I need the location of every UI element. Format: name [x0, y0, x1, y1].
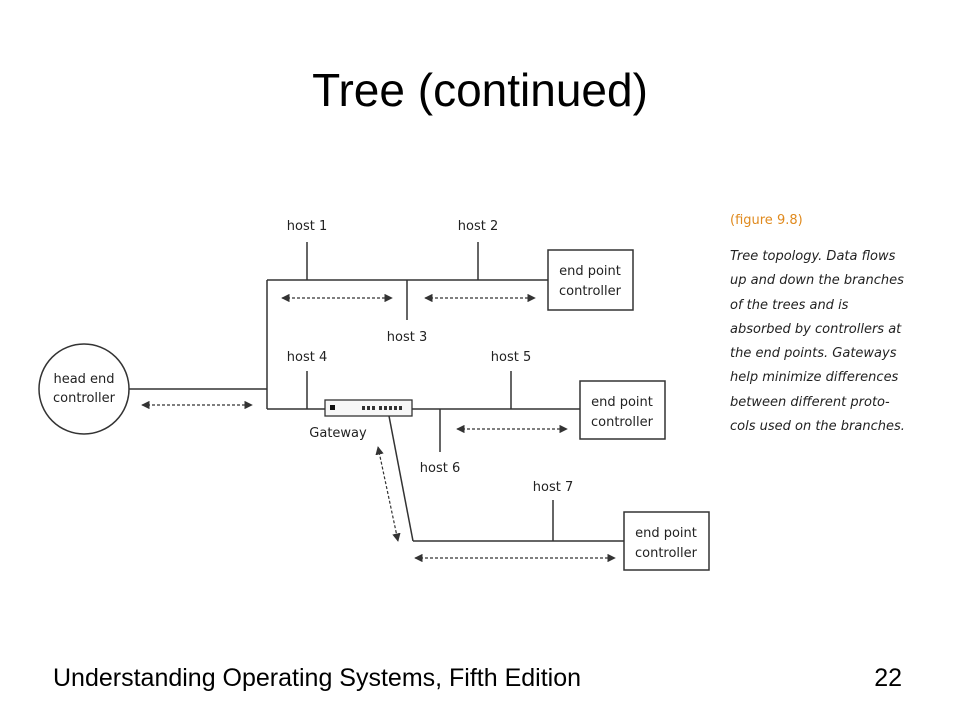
caption-line: absorbed by controllers at: [730, 321, 902, 337]
host-3-label: host 3: [387, 330, 427, 345]
head-end-controller-node: [38, 343, 130, 435]
host-6-label: host 6: [420, 461, 460, 476]
caption-line: help minimize differences: [730, 370, 899, 386]
host-1-label: host 1: [287, 219, 327, 234]
caption-line: cols used on the branches.: [730, 419, 905, 435]
head-end-label-line1: head end: [53, 372, 114, 387]
end-point-controller-3-box: [623, 511, 710, 571]
host-2-label: host 2: [458, 219, 498, 234]
slide-title: Tree (continued): [312, 64, 648, 116]
gateway-device: [324, 399, 413, 417]
end-point-3-label-line1: end point: [635, 526, 697, 541]
end-point-controller-1-box: [547, 249, 634, 311]
caption-line: Tree topology. Data flows: [730, 249, 896, 264]
end-point-2-label-line2: controller: [591, 415, 654, 430]
gateway-slope-line: [388, 415, 414, 542]
flow-arrow-gateway: [375, 446, 401, 542]
caption-line: between different proto-: [730, 394, 890, 410]
end-point-1-label-line1: end point: [559, 264, 621, 279]
footer-book-title: Understanding Operating Systems, Fifth E…: [53, 664, 582, 692]
host-7-label: host 7: [533, 480, 573, 495]
page-number: 22: [874, 664, 902, 692]
end-point-1-label-line2: controller: [559, 284, 622, 299]
host-5-label: host 5: [491, 350, 531, 365]
figure-number: (figure 9.8): [730, 213, 803, 228]
gateway-label: Gateway: [309, 426, 367, 441]
end-point-3-label-line2: controller: [635, 546, 698, 561]
end-point-2-label-line1: end point: [591, 395, 653, 410]
caption-line: the end points. Gateways: [730, 346, 897, 362]
head-end-label-line2: controller: [53, 391, 116, 406]
end-point-controller-2-box: [579, 380, 666, 440]
caption-line: up and down the branches: [730, 273, 904, 289]
caption-line: of the trees and is: [730, 297, 849, 313]
host-4-label: host 4: [287, 350, 327, 365]
figure-caption: Tree topology. Data flows up and down th…: [730, 245, 930, 439]
